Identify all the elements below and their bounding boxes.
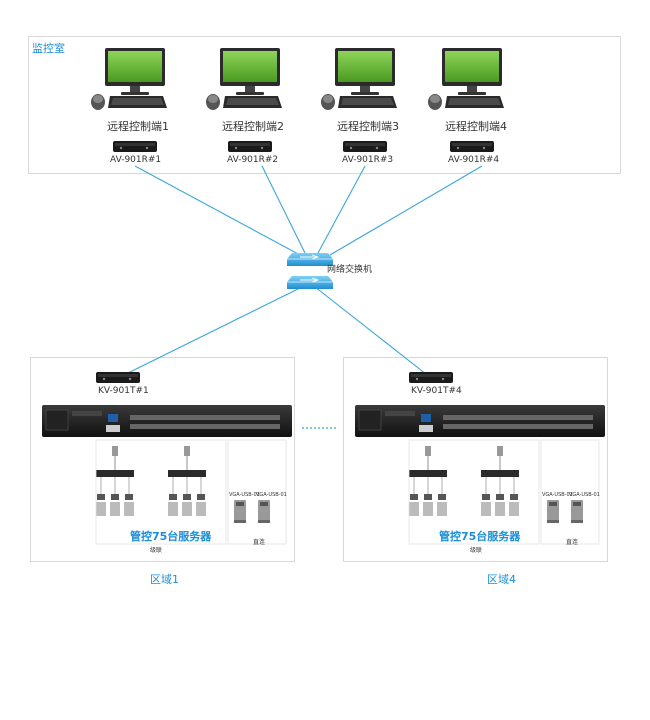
server-group-4a [408, 445, 448, 517]
tower-4b [571, 500, 583, 523]
link-zone-4 [309, 282, 432, 379]
receiver-2-box [228, 141, 272, 152]
tower-1b [258, 500, 270, 523]
cascade-box-1 [95, 439, 227, 545]
cascade-label-4: 级联 [470, 547, 483, 554]
server-group-4b [480, 445, 520, 517]
server-group-1b [167, 445, 207, 517]
link-terminal-3 [317, 165, 366, 254]
zone-1-label: 区域1 [150, 573, 179, 586]
direct-label-4: 直连 [566, 539, 579, 546]
terminal-1-workstation [91, 48, 167, 110]
receiver-4-box [450, 141, 494, 152]
network-switch-label: 网络交换机 [327, 265, 373, 275]
terminal-1-name: 远程控制端1 [107, 120, 169, 133]
zone-4-frame [343, 357, 608, 562]
module-label-1a: VGA-USB-01 [229, 492, 260, 498]
kvm-ports-zone-4 [443, 415, 593, 429]
transmitter-1-label: KV-901T#1 [98, 386, 149, 396]
receiver-3-label: AV-901R#3 [342, 155, 394, 165]
manage-label-1: 管控75台服务器 [130, 530, 212, 543]
module-label-1b: VGA-USB-01 [256, 492, 287, 498]
module-label-4a: VGA-USB-01 [542, 492, 573, 498]
terminal-4-workstation [428, 48, 504, 110]
kvm-switch-zone-1 [41, 404, 293, 438]
zone-1-frame [30, 357, 295, 562]
terminal-4-name: 远程控制端4 [445, 120, 507, 133]
manage-label-4: 管控75台服务器 [439, 530, 521, 543]
module-label-4b: VGA-USB-01 [569, 492, 600, 498]
network-links [117, 165, 483, 379]
tower-4a [547, 500, 559, 523]
receiver-3-box [343, 141, 387, 152]
link-terminal-2 [261, 165, 306, 254]
transmitter-4-label: KV-901T#4 [411, 386, 462, 396]
link-zone-1 [117, 282, 311, 379]
direct-box-4 [540, 439, 600, 545]
cascade-box-4 [408, 439, 540, 545]
cascade-label-1: 级联 [150, 547, 163, 554]
direct-box-1 [227, 439, 287, 545]
monitor-room-label: 监控室 [32, 42, 65, 55]
terminal-2-name: 远程控制端2 [222, 120, 284, 133]
transmitter-1-box [96, 372, 140, 383]
terminal-2-workstation [206, 48, 282, 110]
link-terminal-4 [329, 165, 483, 256]
receiver-1-label: AV-901R#1 [110, 155, 162, 165]
transmitter-4-box [409, 372, 453, 383]
kvm-ports-zone-1 [130, 415, 280, 429]
receiver-1-box [113, 141, 157, 152]
terminal-3-workstation [321, 48, 397, 110]
kvm-switch-zone-4 [354, 404, 606, 438]
direct-label-1: 直连 [253, 539, 266, 546]
link-terminal-1 [134, 165, 301, 256]
tower-1a [234, 500, 246, 523]
zone-4-label: 区域4 [487, 573, 516, 586]
receiver-2-label: AV-901R#2 [227, 155, 279, 165]
network-switch-icon [287, 253, 333, 289]
receiver-4-label: AV-901R#4 [448, 155, 500, 165]
server-group-1a [95, 445, 135, 517]
terminal-3-name: 远程控制端3 [337, 120, 399, 133]
